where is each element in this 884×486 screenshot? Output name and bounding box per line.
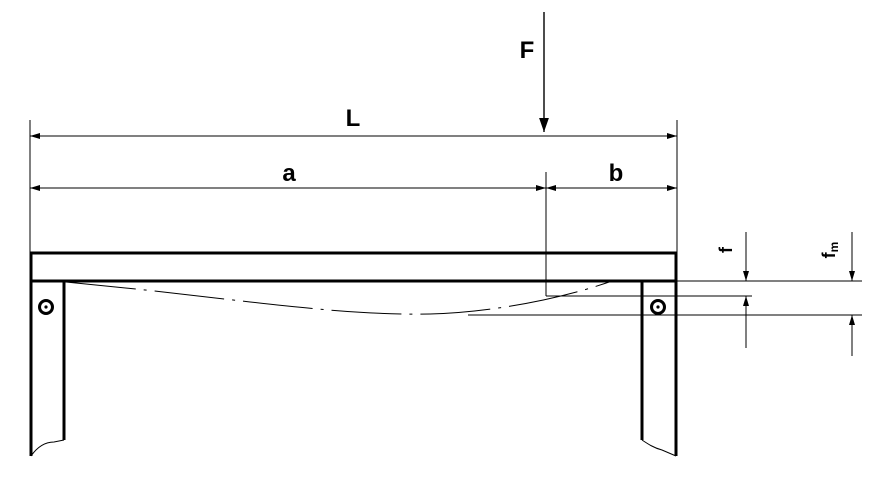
extension-lines [29,120,678,296]
dist-b-label: b [609,160,624,187]
max-deflection-sub: m [827,242,841,253]
left-pivot-icon [38,299,54,315]
max-deflection-label: fm [819,242,841,259]
max-deflection-main: f [819,251,839,258]
left-support [29,281,66,457]
right-pivot-icon [650,299,666,315]
deflection-reference-lines [468,280,862,316]
beam [29,251,678,283]
force-label: F [520,37,535,64]
length-label: L [346,105,361,132]
deflection-curve [65,280,613,315]
dist-a-label: a [282,160,296,187]
deflection-label: f [716,246,736,253]
right-support [640,281,678,457]
